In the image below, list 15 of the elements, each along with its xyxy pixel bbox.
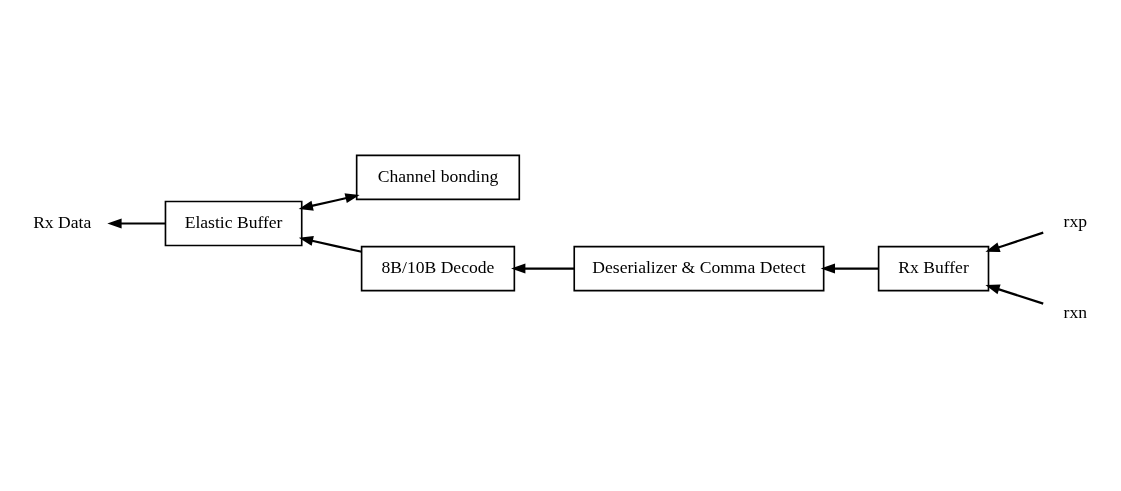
arrow xyxy=(985,231,1044,253)
arrow xyxy=(985,284,1044,305)
node-box: Elastic Buffer xyxy=(164,200,303,247)
node-box: 8B/10B Decode xyxy=(360,245,516,292)
node-text: rxn xyxy=(1063,301,1088,322)
arrow xyxy=(298,193,360,211)
arrow xyxy=(511,263,575,274)
arrow xyxy=(820,263,879,274)
arrow xyxy=(298,236,362,253)
arrow xyxy=(107,218,166,229)
node-text: Rx Data xyxy=(33,211,92,232)
node-box: Deserializer & Comma Detect xyxy=(573,245,825,292)
node-box: Rx Buffer xyxy=(877,245,990,292)
node-text: rxp xyxy=(1063,210,1088,231)
node-box: Channel bonding xyxy=(355,154,521,201)
